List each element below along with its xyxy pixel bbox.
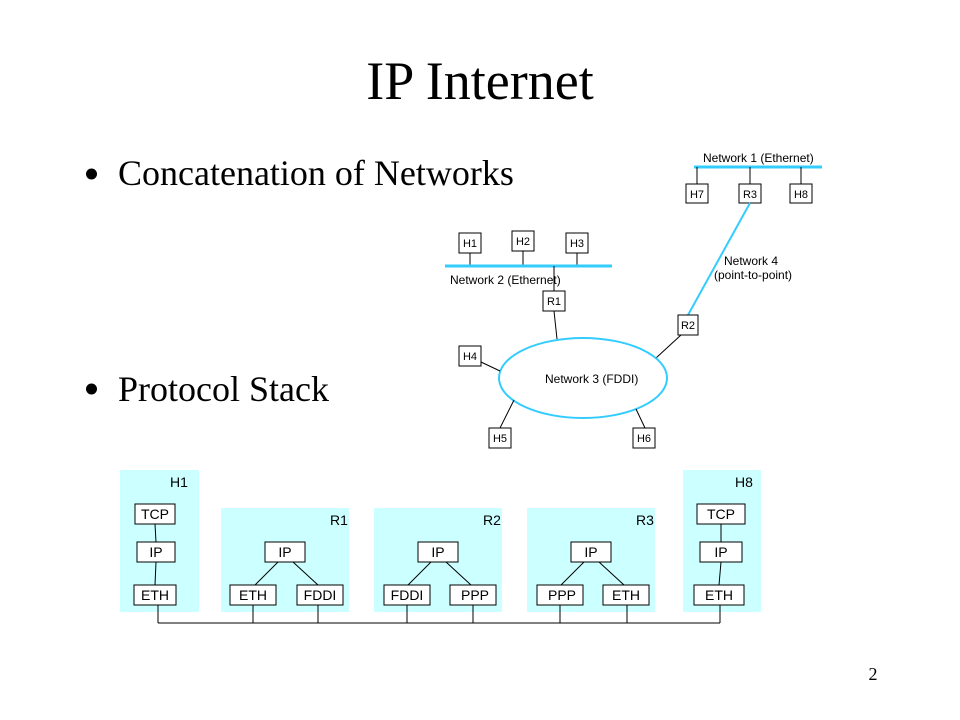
stack-panel-r2: R2 IP FDDI PPP xyxy=(374,508,502,612)
host-h3-label: H3 xyxy=(570,238,584,250)
host-h1: H1 xyxy=(458,232,482,254)
bullet-dot-icon xyxy=(86,168,97,180)
layer-link-right: ETH xyxy=(602,584,650,606)
layer-label: TCP xyxy=(707,506,735,522)
layer-tcp: TCP xyxy=(134,503,176,525)
host-h8: H8 xyxy=(789,183,813,204)
stack-panel-r3: R3 IP PPP ETH xyxy=(527,508,655,612)
stack-panel-r1: R1 IP ETH FDDI xyxy=(221,508,349,612)
layer-ip: IP xyxy=(136,541,176,563)
network-3-fddi-ring xyxy=(498,337,668,419)
layer-link-right: FDDI xyxy=(296,584,344,606)
network-1-label: Network 1 (Ethernet) xyxy=(703,151,814,165)
layer-link: ETH xyxy=(133,584,177,606)
bullet-item-protocol-stack: Protocol Stack xyxy=(86,369,329,409)
router-r2: R2 xyxy=(677,314,699,336)
layer-label: ETH xyxy=(141,587,169,603)
layer-label: ETH xyxy=(612,587,640,603)
network-2-label: Network 2 (Ethernet) xyxy=(450,273,561,287)
layer-label: FDDI xyxy=(304,587,337,603)
layer-label: PPP xyxy=(548,587,576,603)
host-h5-label: H5 xyxy=(493,433,507,445)
layer-tcp: TCP xyxy=(696,503,746,525)
stack-panel-label: H8 xyxy=(735,474,753,490)
router-r3-label: R3 xyxy=(743,189,757,201)
host-h7-label: H7 xyxy=(690,189,704,201)
stack-panel-label: R2 xyxy=(483,512,501,528)
host-h2-label: H2 xyxy=(516,236,530,248)
layer-label: IP xyxy=(431,544,444,560)
layer-label: FDDI xyxy=(391,587,424,603)
page-number: 2 xyxy=(869,664,878,684)
stack-panel-h1: H1 TCP IP ETH xyxy=(120,470,199,612)
host-h4-label: H4 xyxy=(463,351,477,363)
host-h1-label: H1 xyxy=(463,238,477,250)
h6-fddi-link xyxy=(635,408,646,429)
stack-panel-label: R3 xyxy=(636,512,654,528)
host-h6: H6 xyxy=(632,427,656,449)
protocol-stack-diagram: H1 TCP IP ETH R1 IP xyxy=(120,470,761,624)
bullet-dot-icon xyxy=(86,383,97,395)
layer-link: ETH xyxy=(693,584,745,606)
router-r3: R3 xyxy=(738,183,762,204)
layer-ip: IP xyxy=(699,541,743,563)
r2-fddi-link xyxy=(655,334,682,359)
host-h2: H2 xyxy=(511,230,535,252)
layer-link-left: FDDI xyxy=(383,584,431,606)
layer-label: ETH xyxy=(705,587,733,603)
stack-panel-label: R1 xyxy=(330,512,348,528)
host-h4: H4 xyxy=(458,345,482,367)
router-r2-label: R2 xyxy=(681,320,695,332)
network-4-point-to-point-link xyxy=(687,202,751,316)
layer-link-left: ETH xyxy=(229,584,277,606)
layer-label: IP xyxy=(149,544,162,560)
layer-ip: IP xyxy=(570,541,612,563)
layer-label: PPP xyxy=(461,587,489,603)
h4-fddi-link xyxy=(480,361,501,372)
host-h5: H5 xyxy=(488,427,512,449)
router-r1: R1 xyxy=(542,290,566,312)
stack-panel-label: H1 xyxy=(170,474,188,490)
layer-label: IP xyxy=(714,544,727,560)
r1-fddi-link xyxy=(553,310,558,340)
layer-label: ETH xyxy=(239,587,267,603)
network-diagram: Network 1 (Ethernet) H7 R3 H8 Network 4 … xyxy=(445,151,822,449)
network-3-label: Network 3 (FDDI) xyxy=(545,372,638,386)
host-h7: H7 xyxy=(685,183,709,204)
stack-panel-h8: H8 TCP IP ETH xyxy=(683,470,761,612)
bullet-text: Concatenation of Networks xyxy=(118,153,514,193)
layer-label: TCP xyxy=(141,506,169,522)
bullet-text: Protocol Stack xyxy=(118,369,329,409)
layer-ip: IP xyxy=(417,541,459,563)
network-4-label-line1: Network 4 xyxy=(724,254,778,268)
layer-label: IP xyxy=(584,544,597,560)
bullet-item-concatenation: Concatenation of Networks xyxy=(86,153,514,193)
host-h3: H3 xyxy=(565,232,589,254)
h5-fddi-link xyxy=(499,399,515,429)
physical-link-wire xyxy=(157,605,721,624)
layer-link-right: PPP xyxy=(449,584,497,606)
layer-link-left: PPP xyxy=(536,584,584,606)
network-4-label-line2: (point-to-point) xyxy=(714,268,792,282)
slide-title: IP Internet xyxy=(366,51,593,111)
layer-label: IP xyxy=(278,544,291,560)
host-h6-label: H6 xyxy=(637,433,651,445)
host-h8-label: H8 xyxy=(794,189,808,201)
router-r1-label: R1 xyxy=(547,296,561,308)
layer-ip: IP xyxy=(264,541,306,563)
